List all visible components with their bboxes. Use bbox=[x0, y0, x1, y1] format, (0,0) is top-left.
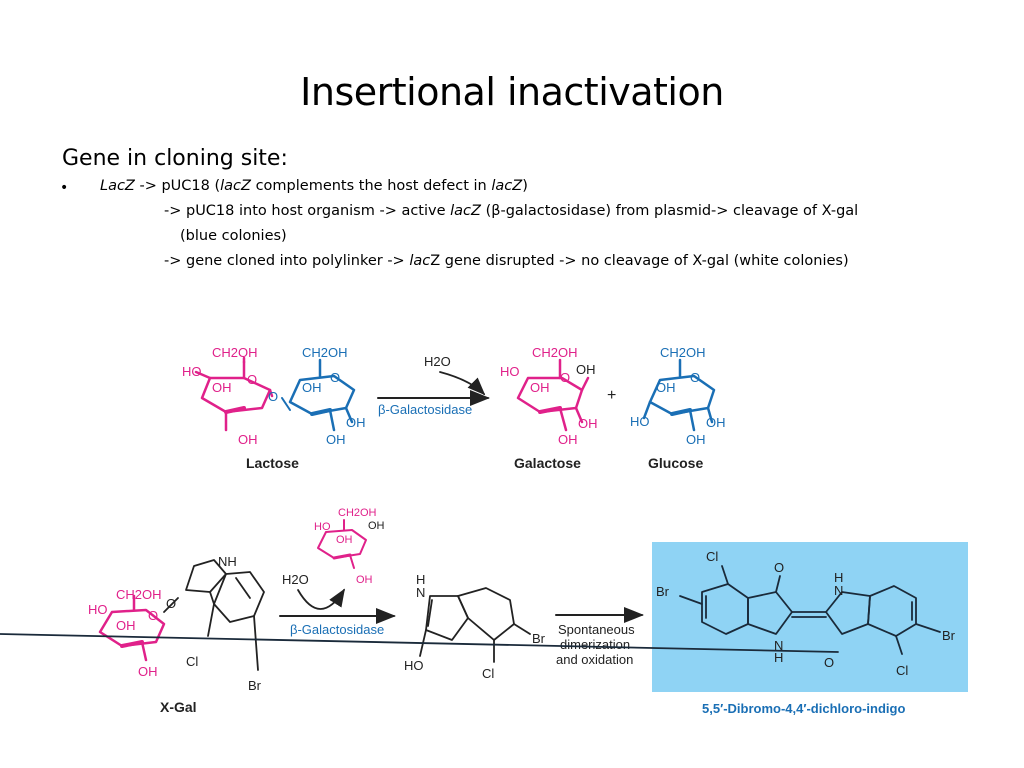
indigo-n-right-label: N bbox=[834, 583, 843, 598]
water-label-2: H2O bbox=[282, 572, 309, 587]
text-fragment: (β-galactosidase) from plasmid-> cleavag… bbox=[480, 203, 859, 219]
lactose-glc-oh-label: OH bbox=[302, 380, 322, 395]
glc-ch2oh-label: CH2OH bbox=[660, 345, 706, 360]
step-line-2: dimerization bbox=[560, 637, 630, 652]
lactose-structure: CH2OH HO OH O OH O CH2OH OH O OH OH Lact… bbox=[182, 345, 366, 471]
indigo-o-bottom-label: O bbox=[824, 655, 834, 670]
lacz-term: LacZ bbox=[100, 178, 135, 194]
rel-gal-ch2oh: CH2OH bbox=[338, 507, 377, 519]
indigo-n-left-label: N bbox=[774, 638, 783, 653]
dimerization-arrow: Spontaneous dimerization and oxidation bbox=[555, 607, 644, 667]
glc-oh3-label: OH bbox=[686, 432, 706, 447]
lacz-term: lacZ bbox=[450, 203, 481, 219]
indigo-br-right-label: Br bbox=[942, 628, 956, 643]
xgal-oh2-label: OH bbox=[138, 664, 158, 679]
lactose-ch2oh-label: CH2OH bbox=[212, 345, 258, 360]
xgal-ho-label: HO bbox=[88, 602, 108, 617]
lacz-term: lacZ bbox=[491, 178, 523, 194]
lactose-glc-ring-o-label: O bbox=[330, 370, 340, 385]
glycosidic-o-label: O bbox=[268, 389, 278, 404]
indigo-br-left-label: Br bbox=[656, 584, 670, 599]
step-line-1: Spontaneous bbox=[558, 622, 635, 637]
rel-gal-oh-anomeric: OH bbox=[368, 520, 385, 532]
text-fragment: -> pUC18 ( bbox=[134, 178, 221, 194]
rel-gal-ho: HO bbox=[314, 521, 331, 533]
glc-oh2-label: OH bbox=[706, 415, 726, 430]
glucose-structure: CH2OH OH O HO OH OH Glucose bbox=[630, 345, 726, 471]
lactose-oh-bottom-label: OH bbox=[238, 432, 258, 447]
indoxyl-br-label: Br bbox=[532, 631, 546, 646]
glc-oh-label: OH bbox=[656, 380, 676, 395]
bullet-mark: • bbox=[60, 180, 69, 196]
text-line-2: -> pUC18 into host organism -> active la… bbox=[164, 203, 858, 219]
step-line-3: and oxidation bbox=[556, 652, 633, 667]
indigo-h-right-label: H bbox=[834, 570, 843, 585]
indigo-cl-left-label: Cl bbox=[706, 549, 718, 564]
lactose-glc-oh3-label: OH bbox=[326, 432, 346, 447]
indoxyl-n-label: N bbox=[416, 585, 425, 600]
gal-oh3-label: OH bbox=[558, 432, 578, 447]
text-fragment: -> gene cloned into polylinker -> bbox=[164, 253, 410, 269]
lactose-glc-ch2oh-label: CH2OH bbox=[302, 345, 348, 360]
indoxyl-cl-label: Cl bbox=[482, 666, 494, 681]
slide-title: Insertional inactivation bbox=[300, 70, 724, 114]
text-fragment: Z gene disrupted -> no cleavage of X-gal… bbox=[430, 253, 849, 269]
gal-ring-o-label: O bbox=[560, 370, 570, 385]
gal-ho-label: HO bbox=[500, 364, 520, 379]
lactose-glc-oh2-label: OH bbox=[346, 415, 366, 430]
xgal-ring-o-label: O bbox=[148, 608, 158, 623]
indigo-product: Cl Br O N H H N O Cl Br 5,5′-Dibromo-4,4… bbox=[0, 542, 968, 716]
hydrolysis-arrow: H2O β-Galactosidase bbox=[377, 354, 490, 417]
glc-ho-label: HO bbox=[630, 414, 650, 429]
lactose-oh-label: OH bbox=[212, 380, 232, 395]
galactose-structure: CH2OH HO OH O OH OH OH Galactose bbox=[500, 345, 598, 471]
indoxyl-h-label: H bbox=[416, 572, 425, 587]
text-fragment: ) bbox=[522, 178, 528, 194]
released-galactose: CH2OH HO OH OH OH bbox=[314, 507, 385, 586]
lactose-name: Lactose bbox=[246, 455, 299, 471]
gal-oh2-label: OH bbox=[578, 416, 598, 431]
text-fragment: -> pUC18 into host organism -> active bbox=[164, 203, 451, 219]
text-line-1: LacZ -> pUC18 (lacZ complements the host… bbox=[100, 178, 528, 194]
gal-ch2oh-label: CH2OH bbox=[532, 345, 578, 360]
water-label: H2O bbox=[424, 354, 451, 369]
indigo-o-top-label: O bbox=[774, 560, 784, 575]
lac-term: lac bbox=[409, 253, 431, 269]
indoxyl-ho-label: HO bbox=[404, 658, 424, 673]
rel-gal-oh: OH bbox=[336, 534, 353, 546]
rel-gal-oh2: OH bbox=[356, 574, 373, 586]
xgal-nh-label: NH bbox=[218, 554, 237, 569]
xgal-ch2oh-label: CH2OH bbox=[116, 587, 162, 602]
xgal-oh-label: OH bbox=[116, 618, 136, 633]
lacz-term: lacZ bbox=[220, 178, 251, 194]
indigo-cl-right-label: Cl bbox=[896, 663, 908, 678]
enzyme-label-1: β-Galactosidase bbox=[378, 402, 472, 417]
indigo-name: 5,5′-Dibromo-4,4′-dichloro-indigo bbox=[702, 701, 905, 716]
galactose-name: Galactose bbox=[514, 455, 581, 471]
xgal-name: X-Gal bbox=[160, 699, 197, 715]
xgal-br-label: Br bbox=[248, 678, 262, 693]
xgal-hydrolysis-arrow: H2O β-Galactosidase bbox=[279, 572, 396, 637]
text-line-4: -> gene cloned into polylinker -> lacZ g… bbox=[164, 253, 849, 269]
indigo-h-left-label: H bbox=[774, 650, 783, 665]
text-fragment: complements the host defect in bbox=[250, 178, 492, 194]
section-subhead: Gene in cloning site: bbox=[62, 146, 288, 171]
lactose-ring-o-label: O bbox=[247, 372, 257, 387]
xgal-link-o-label: O bbox=[166, 596, 176, 611]
lactose-ho-label: HO bbox=[182, 364, 202, 379]
xgal-cl-label: Cl bbox=[186, 654, 198, 669]
glc-ring-o-label: O bbox=[690, 370, 700, 385]
indoxyl-structure: H N HO Cl Br bbox=[404, 572, 546, 681]
xgal-structure: CH2OH HO OH O OH O NH Cl Br X-Gal bbox=[88, 554, 265, 715]
text-line-3: (blue colonies) bbox=[180, 228, 287, 244]
glucose-name: Glucose bbox=[648, 455, 703, 471]
gal-oh-label: OH bbox=[530, 380, 550, 395]
gal-anomeric-oh-label: OH bbox=[576, 362, 596, 377]
enzyme-label-2: β-Galactosidase bbox=[290, 622, 384, 637]
plus-sign: + bbox=[607, 387, 616, 404]
